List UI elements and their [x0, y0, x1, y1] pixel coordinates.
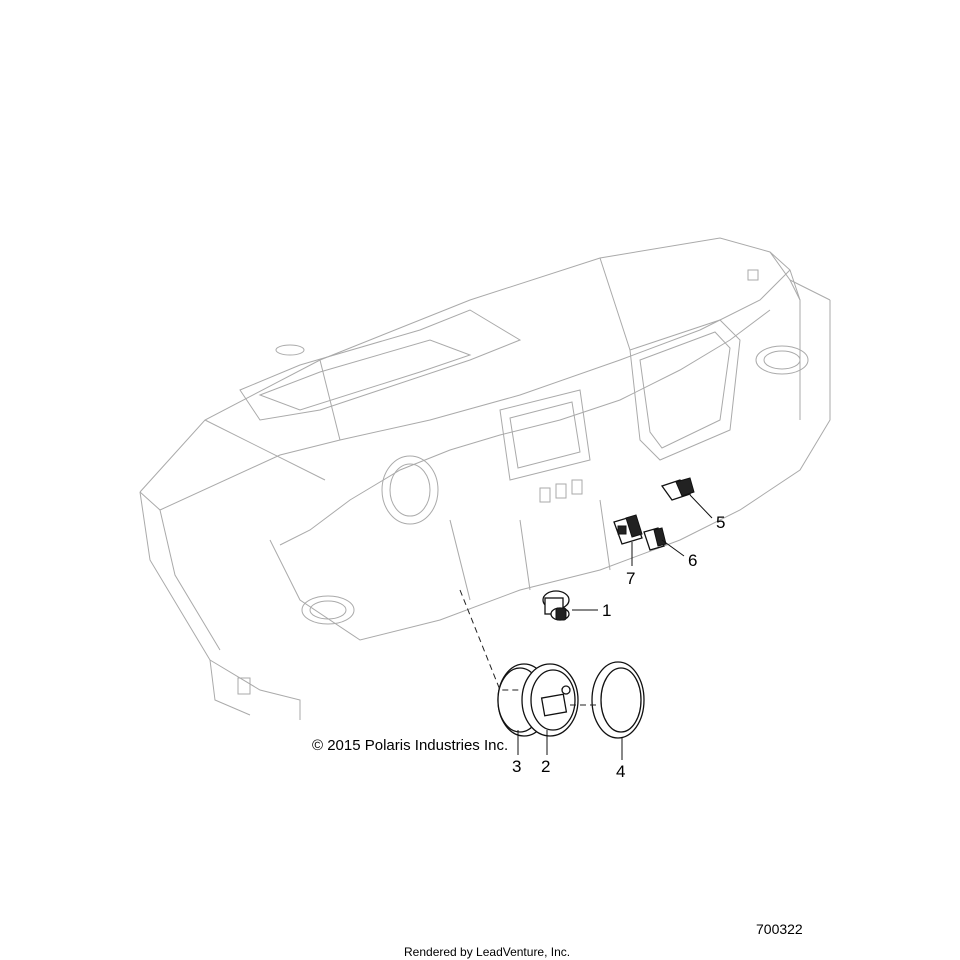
callout-6: 6 [688, 551, 697, 570]
callout-4: 4 [616, 762, 625, 781]
leader-5 [689, 494, 713, 519]
callout-5: 5 [716, 513, 725, 532]
gauge-assembly-part [497, 663, 579, 737]
switch-part-6 [643, 527, 667, 551]
rendered-by-text: Rendered by LeadVenture, Inc. [404, 945, 570, 959]
assembly-line-gauge [459, 589, 520, 691]
switch-part-7 [613, 514, 643, 545]
drawing-number: 700322 [756, 921, 803, 937]
dashboard-outline [139, 237, 831, 720]
copyright-text: © 2015 Polaris Industries Inc. [312, 737, 508, 754]
ignition-switch-part [542, 590, 570, 621]
callout-7: 7 [626, 569, 635, 588]
rocker-switch-part-5 [660, 477, 695, 501]
callout-1: 1 [602, 601, 611, 620]
gauge-bezel-part [591, 661, 645, 739]
callout-2: 2 [541, 757, 550, 776]
leader-6 [661, 539, 685, 557]
callout-3: 3 [512, 757, 521, 776]
